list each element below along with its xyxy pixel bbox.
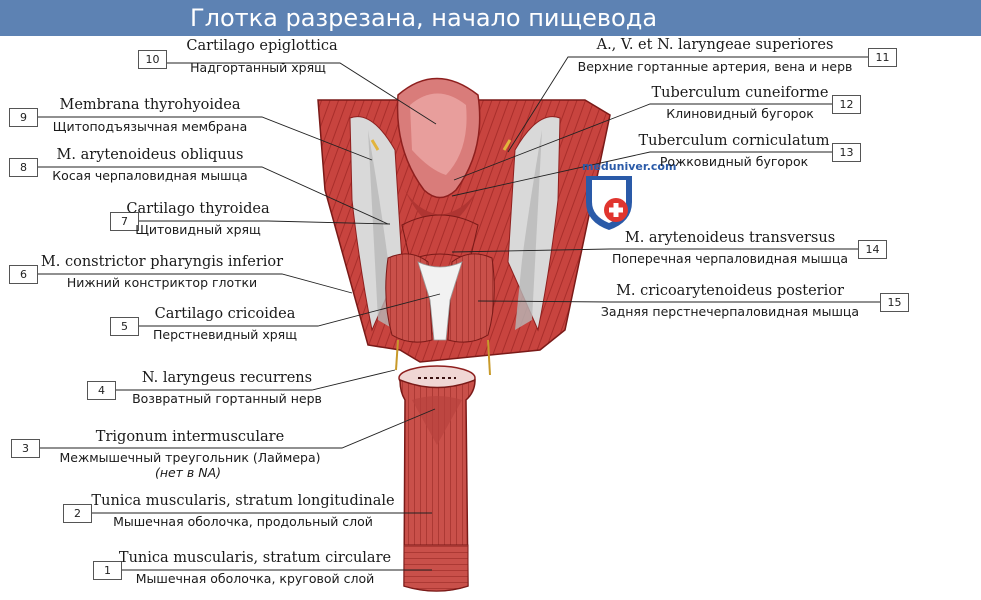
label-russian-6: Нижний констриктор глотки — [66, 275, 258, 290]
label-latin-13: Tuberculum corniculatum — [638, 133, 830, 149]
label-russian-3: Межмышечный треугольник (Лаймера) — [59, 450, 321, 465]
label-russian-13: Рожковидный бугорок — [659, 154, 809, 169]
number-box-1: 1 — [93, 561, 122, 580]
label-latin-7: Cartilago thyroidea — [126, 201, 270, 217]
number-box-7: 7 — [110, 212, 139, 231]
label-latin-2: Tunica muscularis, stratum longitudinale — [91, 493, 395, 509]
label-latin-14: M. arytenoideus transversus — [624, 230, 836, 246]
label-latin-15: M. cricoarytenoideus posterior — [616, 283, 844, 299]
label-latin-6: M. constrictor pharyngis inferior — [40, 254, 284, 270]
number-box-2: 2 — [63, 504, 92, 523]
number-box-13: 13 — [832, 143, 861, 162]
label-russian-14: Поперечная черпаловидная мышца — [611, 251, 849, 266]
number-box-6: 6 — [9, 265, 38, 284]
number-box-15: 15 — [880, 293, 909, 312]
laimer-triangle — [412, 396, 462, 445]
label-russian-5: Перстневидный хрящ — [153, 327, 297, 342]
label-latin-9: Membrana thyrohyoidea — [59, 97, 241, 113]
arytenoid-muscles — [401, 214, 479, 261]
label-latin-4: N. laryngeus recurrens — [141, 370, 313, 386]
number-box-11: 11 — [868, 48, 897, 67]
watermark: meduniver.com — [582, 160, 677, 173]
number-box-12: 12 — [832, 95, 861, 114]
label-latin-8: M. arytenoideus obliquus — [56, 147, 244, 163]
label-latin-10: Cartilago epiglottica — [186, 38, 338, 54]
cricoarytenoid-left — [385, 253, 433, 343]
label-russian-2: Мышечная оболочка, продольный слой — [113, 514, 373, 529]
label-russian-8: Косая черпаловидная мышца — [52, 168, 248, 183]
label-note-3: (нет в NA) — [154, 465, 222, 480]
number-box-5: 5 — [110, 317, 139, 336]
medical-shield-icon — [586, 176, 632, 230]
cricoarytenoid-right — [447, 253, 495, 343]
number-box-3: 3 — [11, 439, 40, 458]
label-russian-7: Щитовидный хрящ — [135, 222, 261, 237]
label-latin-11: A., V. et N. laryngeae superiores — [596, 37, 834, 53]
circular-layer — [403, 544, 469, 592]
label-russian-1: Мышечная оболочка, круговой слой — [135, 571, 375, 586]
label-latin-12: Tuberculum cuneiforme — [651, 85, 829, 101]
cricoid-cartilage — [417, 261, 463, 341]
label-russian-10: Надгортанный хрящ — [190, 60, 326, 75]
number-box-14: 14 — [858, 240, 887, 259]
label-latin-5: Cartilago cricoidea — [154, 306, 296, 322]
label-russian-12: Клиновидный бугорок — [666, 106, 814, 121]
title-bar — [0, 0, 981, 36]
number-box-10: 10 — [138, 50, 167, 69]
label-russian-15: Задняя перстнечерпаловидная мышца — [600, 304, 860, 319]
number-box-8: 8 — [9, 158, 38, 177]
number-box-4: 4 — [87, 381, 116, 400]
label-russian-9: Щитоподъязычная мембрана — [52, 119, 248, 134]
label-russian-11: Верхние гортанные артерия, вена и нерв — [577, 59, 853, 74]
label-russian-4: Возвратный гортанный нерв — [132, 391, 322, 406]
label-latin-1: Tunica muscularis, stratum circulare — [118, 550, 392, 566]
number-box-9: 9 — [9, 108, 38, 127]
label-latin-3: Trigonum intermusculare — [95, 429, 285, 445]
page-title: Глотка разрезана, начало пищевода — [190, 4, 658, 32]
